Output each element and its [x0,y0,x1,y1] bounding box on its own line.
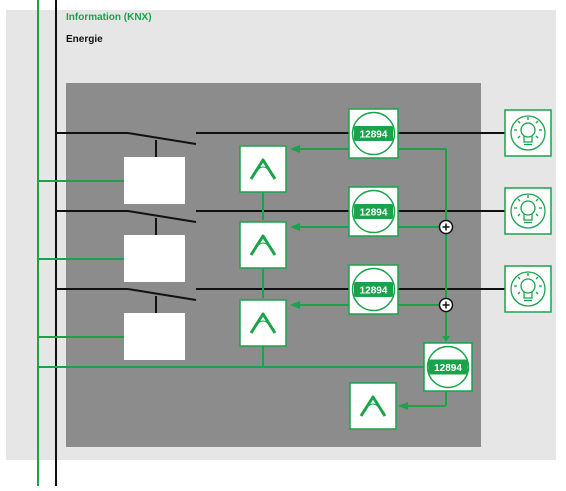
lamp-icon [504,187,552,235]
meter-digits: 12894 [360,286,388,297]
gauge-box [239,299,287,347]
legend-energy-label: Energie [66,34,103,45]
energy-meter: 12894 [423,342,473,392]
gauge-icon [252,242,274,253]
gauge-box [239,221,287,269]
meter-digits: 12894 [360,130,388,141]
actuator-box [124,235,185,282]
summing-node [438,297,454,313]
energy-meter: 12894 [348,108,399,159]
gauge-icon [252,166,274,177]
gauge-box [239,145,287,193]
gauge-icon [362,403,384,414]
legend-information-label: Information (KNX) [66,12,152,23]
gauge-icon [252,320,274,331]
energy-meter: 12894 [348,186,399,237]
actuator-box [124,313,185,360]
gauge-box [349,382,397,430]
meter-digits: 12894 [434,363,462,374]
energy-meter: 12894 [348,264,399,315]
lamp-icon [504,109,552,157]
meter-digits: 12894 [360,208,388,219]
arrowheads [290,145,450,410]
information-lines [38,148,447,407]
summing-node [438,219,454,235]
actuator-box [124,157,185,204]
lamp-icon [504,265,552,313]
